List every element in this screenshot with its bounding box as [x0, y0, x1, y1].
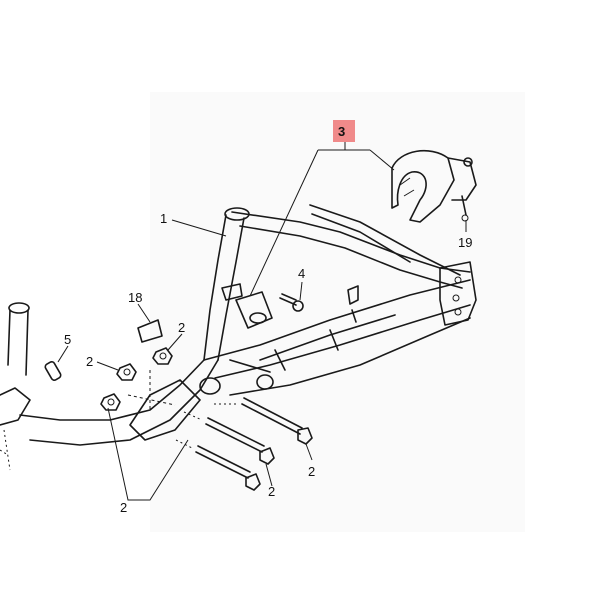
long-bolt-b	[183, 411, 275, 465]
clamp-bracket	[221, 283, 273, 329]
callout-2-bottom: 2	[120, 500, 127, 515]
callout-2-lower-bolt: 2	[268, 484, 275, 499]
callout-3: 3	[338, 124, 345, 139]
callout-1: 1	[160, 211, 167, 226]
bolt-part-4	[279, 293, 304, 312]
nut-part-2-b	[152, 347, 173, 365]
callout-4: 4	[298, 266, 305, 281]
nut-part-2-c	[100, 393, 121, 411]
callout-5: 5	[64, 332, 71, 347]
callout-2-upper-nut: 2	[178, 320, 185, 335]
callout-2-right-bolt: 2	[308, 464, 315, 479]
callout-2-left-nut: 2	[86, 354, 93, 369]
callout-3-highlight	[333, 120, 355, 142]
callout-19: 19	[458, 235, 472, 250]
callout-18: 18	[128, 290, 142, 305]
leader-lines	[57, 142, 467, 501]
long-bolt-a	[214, 397, 313, 445]
long-bolt-c	[175, 439, 261, 491]
main-frame	[0, 204, 477, 471]
diagram-panel	[150, 92, 525, 532]
bracket-assembly-part-3	[391, 150, 477, 223]
nut-part-2-a	[116, 363, 137, 381]
clip-part-5	[44, 361, 62, 381]
plate-part-18	[137, 319, 163, 343]
